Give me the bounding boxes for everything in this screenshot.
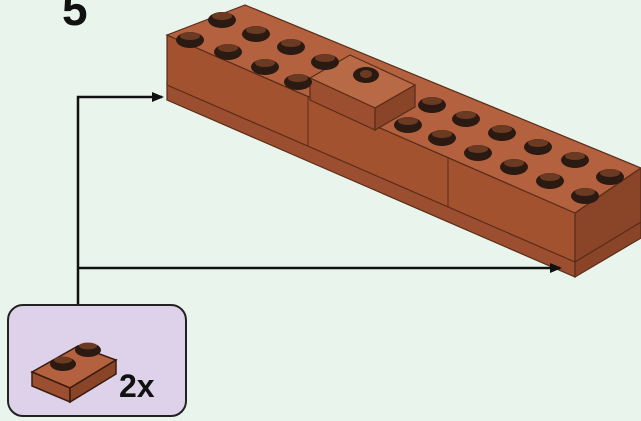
step-number: 5	[62, 0, 88, 35]
studs-left-highlights	[180, 12, 335, 82]
jumper-tile-side	[374, 83, 416, 132]
parts-callout	[7, 304, 187, 417]
brick-assembly-icon	[165, 4, 641, 279]
arrow-right-icon	[76, 92, 562, 304]
jumper-stud-hole	[360, 70, 372, 78]
studs-right-highlights	[398, 97, 620, 196]
parts-count-label: 2x	[119, 368, 155, 404]
